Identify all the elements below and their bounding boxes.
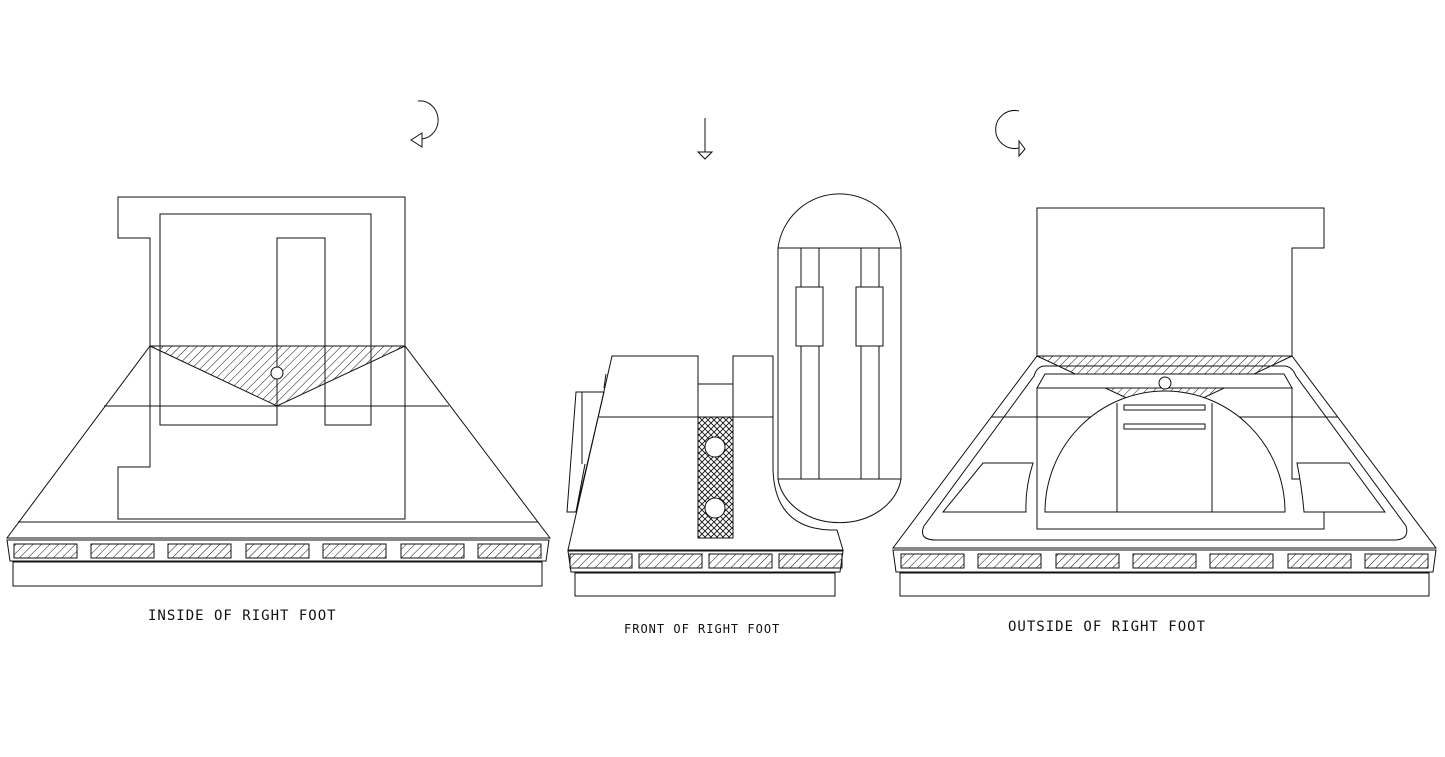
inside-outer-plate (117, 196, 406, 520)
inside-inner-cutout (159, 213, 372, 426)
outside-dome (1044, 390, 1286, 513)
front-base-plate (574, 572, 836, 597)
outside-sole-pads (900, 553, 1429, 569)
rotate-counterclockwise-arrow (410, 100, 439, 148)
front-sole-pads (569, 553, 843, 569)
outside-base-plate (899, 572, 1430, 597)
front-view (566, 118, 902, 597)
down-arrow (696, 118, 714, 160)
front-view-caption: FRONT OF RIGHT FOOT (624, 622, 781, 636)
front-slot (697, 416, 734, 539)
inside-base-trapezoid (6, 345, 552, 539)
outside-view (892, 110, 1437, 597)
inside-sole-pads (13, 543, 542, 559)
outside-top-plate (1036, 207, 1325, 357)
inside-base-plate (12, 561, 543, 587)
inside-view (6, 100, 552, 587)
front-body (567, 355, 844, 551)
inside-sole (6, 539, 550, 562)
outside-sole (892, 549, 1437, 573)
rotate-clockwise-arrow (995, 110, 1026, 158)
outside-view-caption: OUTSIDE OF RIGHT FOOT (1008, 619, 1207, 635)
outside-pivot-hole (1158, 376, 1172, 390)
inside-pivot-hole (270, 366, 284, 380)
front-piston-capsule (777, 193, 902, 524)
inside-view-caption: INSIDE OF RIGHT FOOT (148, 608, 337, 624)
